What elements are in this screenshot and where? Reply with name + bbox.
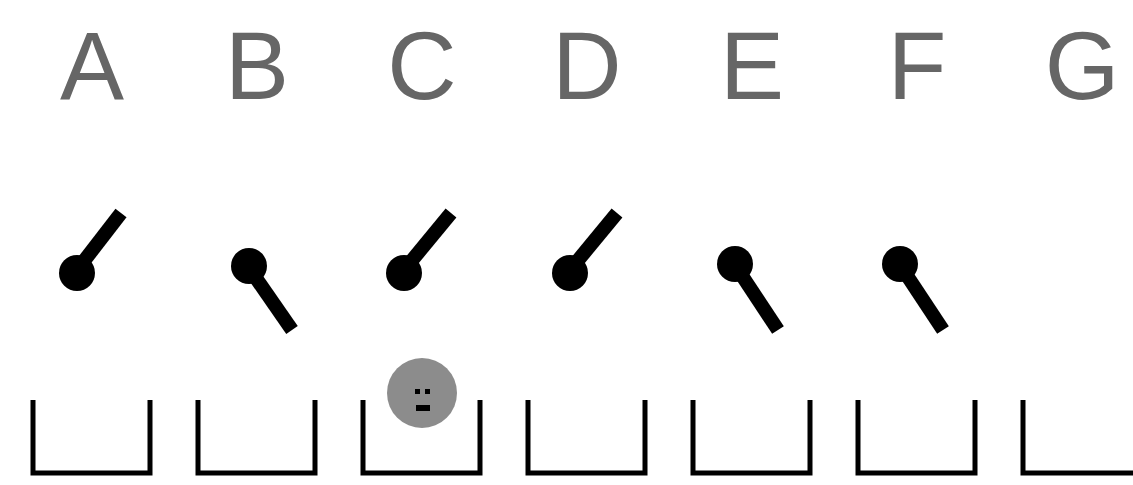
bin [528, 400, 645, 473]
bin [33, 400, 150, 473]
bin [1023, 400, 1133, 473]
bin [198, 400, 315, 473]
pivot [231, 248, 267, 284]
pivot [552, 255, 588, 291]
bin [858, 400, 975, 473]
column-letter: D [552, 18, 621, 114]
column-letter: C [387, 18, 456, 114]
column-letter: E [720, 18, 784, 114]
ball-eye [415, 389, 420, 394]
flipper-pivots [59, 246, 918, 291]
pivot [882, 246, 918, 282]
flipper-bars [77, 213, 943, 330]
ball-body [387, 358, 457, 428]
column-letter: A [60, 18, 124, 114]
bin [693, 400, 810, 473]
pivot [386, 255, 422, 291]
ball-eye [425, 389, 430, 394]
column-letter: B [225, 18, 289, 114]
column-letter: G [1045, 18, 1120, 114]
column-letter: F [888, 18, 947, 114]
pivot [717, 246, 753, 282]
ball-mouth [416, 405, 430, 411]
bins [33, 400, 1133, 473]
bin [363, 400, 480, 473]
pivot [59, 255, 95, 291]
ball [387, 358, 457, 428]
